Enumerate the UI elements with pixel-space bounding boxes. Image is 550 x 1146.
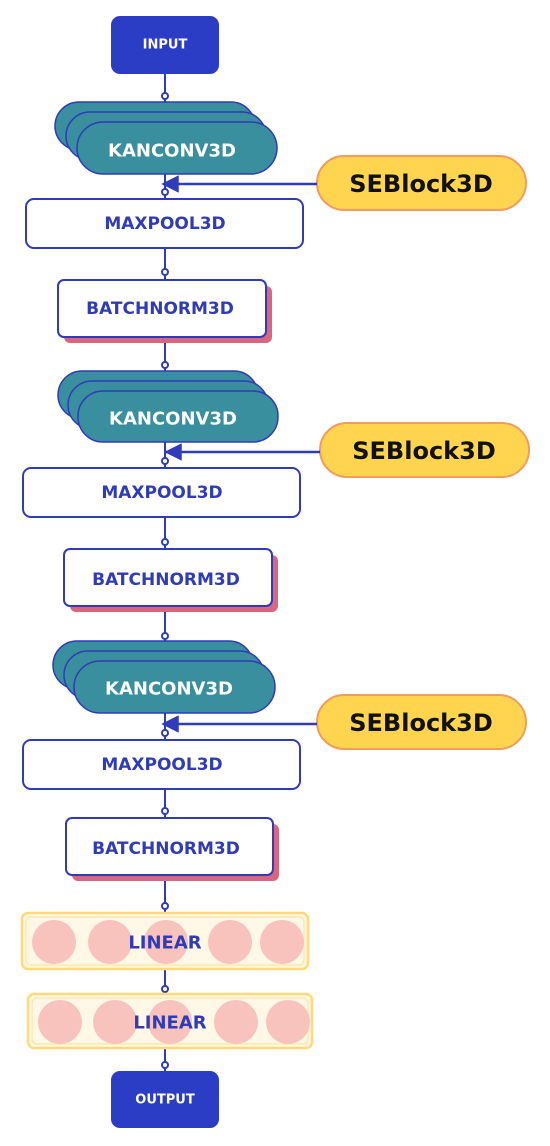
- norm-label-2: BATCHNORM3D: [92, 570, 240, 590]
- neuron: [208, 920, 252, 964]
- neuron: [88, 920, 132, 964]
- neuron: [260, 920, 304, 964]
- neuron: [32, 920, 76, 964]
- se-label-1: SEBlock3D: [349, 170, 493, 198]
- se-block-1: SEBlock3D: [316, 155, 527, 211]
- neuron: [93, 1000, 137, 1044]
- linear-layer-1: LINEAR: [20, 911, 310, 971]
- norm-block-1: BATCHNORM3D: [57, 279, 272, 343]
- output-node: OUTPUT: [111, 1071, 219, 1128]
- input-label: INPUT: [143, 38, 188, 53]
- output-label: OUTPUT: [135, 1093, 195, 1108]
- se-block-3: SEBlock3D: [316, 694, 527, 750]
- conv-block-1: KANCONV3D: [54, 101, 278, 175]
- se-label-2: SEBlock3D: [352, 437, 496, 465]
- norm-block-3: BATCHNORM3D: [65, 817, 279, 881]
- neuron: [38, 1000, 82, 1044]
- norm-label-3: BATCHNORM3D: [92, 839, 240, 859]
- neuron: [214, 1000, 258, 1044]
- norm-block-2: BATCHNORM3D: [63, 548, 278, 612]
- pool-block-2: MAXPOOL3D: [22, 467, 301, 518]
- neuron: [148, 1000, 192, 1044]
- conv-label-2: KANCONV3D: [109, 409, 237, 430]
- conv-block-3: KANCONV3D: [52, 640, 276, 714]
- pool-label-1: MAXPOOL3D: [104, 214, 225, 234]
- se-block-2: SEBlock3D: [319, 422, 530, 478]
- pool-block-3: MAXPOOL3D: [22, 739, 301, 790]
- linear-label-1: LINEAR: [128, 933, 201, 954]
- pool-label-2: MAXPOOL3D: [101, 483, 222, 503]
- connector-dots: [161, 92, 169, 1069]
- conv-block-2: KANCONV3D: [57, 370, 279, 443]
- neuron: [266, 1000, 310, 1044]
- pool-label-3: MAXPOOL3D: [101, 755, 222, 775]
- linear-layer-2: LINEAR: [26, 992, 314, 1050]
- conv-label-3: KANCONV3D: [105, 679, 233, 700]
- input-node: INPUT: [111, 16, 219, 74]
- conv-label-1: KANCONV3D: [108, 141, 236, 162]
- norm-label-1: BATCHNORM3D: [86, 299, 234, 319]
- linear-label-2: LINEAR: [133, 1013, 206, 1034]
- pool-block-1: MAXPOOL3D: [25, 198, 304, 249]
- se-label-3: SEBlock3D: [349, 709, 493, 737]
- neuron: [144, 920, 188, 964]
